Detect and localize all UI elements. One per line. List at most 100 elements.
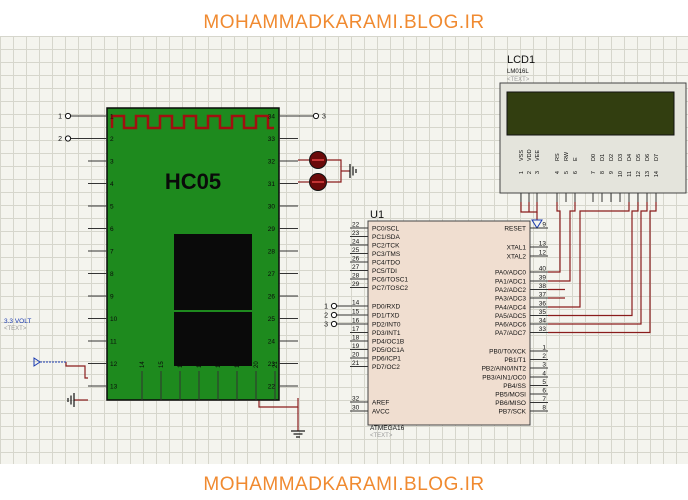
mcu-left-pin-number: 19: [352, 343, 360, 350]
mcu-left-pin-name: AREF: [372, 400, 389, 407]
lcd-pin-name: D6: [645, 154, 651, 161]
mcu-ref: U1: [370, 209, 384, 221]
lcd-display[interactable]: LCD1 LM016L <TEXT> VSS1VDD2VEE3RS4RW5E6D…: [499, 54, 687, 202]
mcu-left-pin-name: PC0/SCL: [372, 226, 399, 233]
mcu-left-pin-number: 15: [352, 309, 360, 316]
mcu-right-pin-name: PB2/AIN0/INT2: [482, 366, 527, 373]
hc05-module[interactable]: HC05 12345678910111213343332313029282726…: [88, 107, 298, 401]
mcu-right-pin-number: 5: [542, 379, 546, 386]
mcu-right-pin-name: PA1/ADC1: [495, 279, 526, 286]
mcu-left-pin-number: 21: [352, 360, 360, 367]
mcu-right-pin-number: 37: [539, 292, 547, 299]
led-wire: [327, 159, 342, 183]
hc05-bottom-pin-number: 16: [178, 361, 184, 368]
mcu-left-pin-number: 24: [352, 239, 360, 246]
hc05-right-pin-number: 33: [268, 136, 276, 143]
lcd-pin-name: RS: [555, 153, 561, 161]
mcu-left-pin-name: PD7/OC2: [372, 364, 400, 371]
mcu-right-pin-number: 9: [542, 222, 546, 229]
hc05-right-pin-number: 27: [268, 271, 276, 278]
mcu-left-pin-number: 29: [352, 281, 360, 288]
mcu-right-pin-name: PB0/T0/XCK: [489, 349, 527, 356]
mcu-right-pin-name: PA7/ADC7: [495, 330, 526, 337]
mcu-right-pin-number: 40: [539, 266, 547, 273]
hc05-left-pin-number: 6: [110, 226, 114, 233]
lcd-pin-number: 13: [645, 171, 651, 177]
mcu-model: ATMEGA16: [370, 425, 405, 432]
mcu-right-pin-number: 12: [539, 250, 547, 257]
mcu-left-pin-name: PD2/INT0: [372, 322, 401, 329]
hc05-right-pin-number: 28: [268, 249, 276, 256]
hc05-right-pin-number: 32: [268, 159, 276, 166]
lcd-data-wire: [548, 202, 576, 282]
hc05-left-pin-number: 10: [110, 316, 118, 323]
lcd-pin-name: D1: [600, 154, 606, 161]
hc05-left-pin-number: 9: [110, 294, 114, 301]
mcu-right-pin-name: PB6/MISO: [495, 400, 526, 407]
lcd-pin-number: 10: [618, 171, 624, 177]
lcd-pin-number: 11: [627, 171, 633, 177]
lcd-pin-name: D5: [636, 154, 642, 161]
terminal-node: [64, 135, 72, 142]
terminal-label: 1: [324, 304, 328, 311]
mcu-right-pin-number: 7: [542, 396, 546, 403]
terminal-label: 2: [324, 313, 328, 320]
mcu-left-pin-name: PC2/TCK: [372, 243, 400, 250]
mcu-left-pin-name: AVCC: [372, 409, 390, 416]
hc05-right-pin-number: 31: [268, 181, 276, 188]
hc05-left-pin-number: 11: [110, 339, 117, 346]
lcd-vee-arrow: [531, 219, 543, 229]
wires: [65, 159, 657, 431]
lcd-pin-name: D4: [627, 154, 633, 161]
mcu-left-pin-name: PC5/TDI: [372, 268, 397, 275]
mcu-left-pin-number: 28: [352, 273, 360, 280]
lcd-model: LM016L: [507, 69, 529, 75]
mcu-right-pin-number: 34: [539, 318, 547, 325]
hc05-right-pin-number: 22: [268, 384, 276, 391]
lcd-pin-number: 9: [609, 171, 615, 174]
mcu-left-pin-name: PD5/OC1A: [372, 347, 405, 354]
terminal-node: [330, 302, 338, 310]
mcu-right-pin-name: PB7/SCK: [499, 409, 527, 416]
mcu-right-pin-number: 4: [542, 371, 546, 378]
mcu-right-pin-name: PB1/T1: [504, 357, 526, 364]
mcu-left-pin-name: PC6/TOSC1: [372, 277, 408, 284]
hc05-right-pin-number: 26: [268, 294, 276, 301]
mcu-right-pin-number: 13: [539, 241, 547, 248]
lcd-pin-number: 1: [519, 171, 525, 174]
mcu-left-pin-number: 16: [352, 318, 360, 325]
hc05-chip-lower: [174, 312, 252, 366]
mcu-left-pin-name: PD0/RXD: [372, 304, 400, 311]
mcu-right-pin-name: XTAL2: [507, 254, 527, 261]
hc05-bottom-pin-number: 14: [140, 361, 146, 368]
lcd-pin-number: 4: [555, 171, 561, 174]
hc05-left-pin-number: 13: [110, 384, 118, 391]
mcu-right-pin-number: 3: [542, 362, 546, 369]
mcu-left-pin-name: PC7/TOSC2: [372, 285, 408, 292]
lcd-pin-number: 3: [535, 171, 541, 174]
mcu-left-pin-name: PD3/INT1: [372, 330, 401, 337]
lcd-data-wire: [548, 202, 561, 273]
mcu-body[interactable]: [367, 220, 531, 426]
lcd-pin-number: 7: [591, 171, 597, 174]
lcd-text-tag: <TEXT>: [507, 77, 530, 83]
hc05-bottom-pin-number: 21: [273, 361, 279, 368]
lcd-pin-name: VEE: [535, 150, 541, 161]
mcu-left-pin-name: PD4/OC1B: [372, 339, 404, 346]
led-pair[interactable]: [309, 151, 327, 191]
mcu-right-pin-number: 38: [539, 283, 547, 290]
lcd-pin-number: 8: [600, 171, 606, 174]
mcu-right-pin-name: XTAL1: [507, 245, 527, 252]
lcd-screen: [506, 91, 675, 136]
mcu-left-pin-number: 26: [352, 256, 360, 263]
mcu-left-pin-number: 30: [352, 405, 360, 412]
mcu-left-pin-number: 27: [352, 264, 360, 271]
atmega16[interactable]: U1 ATMEGA16 <TEXT> 22PC0/SCL23PC1/SDA24P…: [350, 209, 548, 439]
lcd-pin-number: 6: [573, 171, 579, 174]
mcu-left-pin-number: 25: [352, 247, 360, 254]
lcd-data-wire: [548, 202, 648, 325]
power-label: 3.3 VOLT: [4, 318, 31, 325]
hc05-bottom-pin-number: 18: [216, 361, 222, 368]
lcd-pin-name: RW: [564, 151, 570, 161]
